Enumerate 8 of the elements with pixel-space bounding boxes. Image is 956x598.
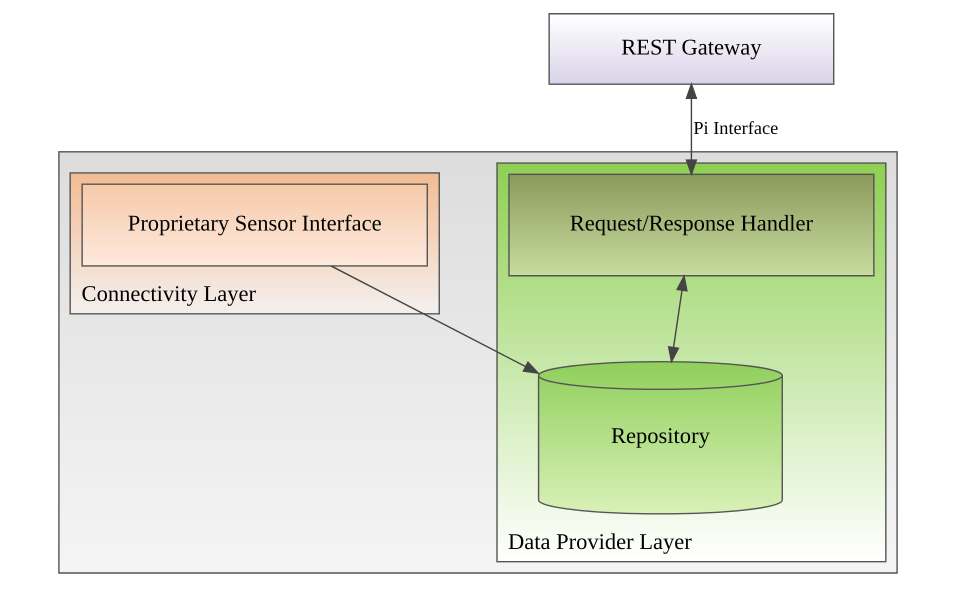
edge-label: Pi Interface (693, 118, 778, 138)
arrow (686, 82, 698, 176)
node-box: REST Gateway (548, 13, 834, 85)
arrow (668, 274, 688, 364)
node-box: Proprietary Sensor Interface (81, 183, 428, 267)
cluster (58, 151, 898, 574)
node-box: Request/Response Handler (508, 174, 875, 276)
arrow (330, 265, 540, 374)
